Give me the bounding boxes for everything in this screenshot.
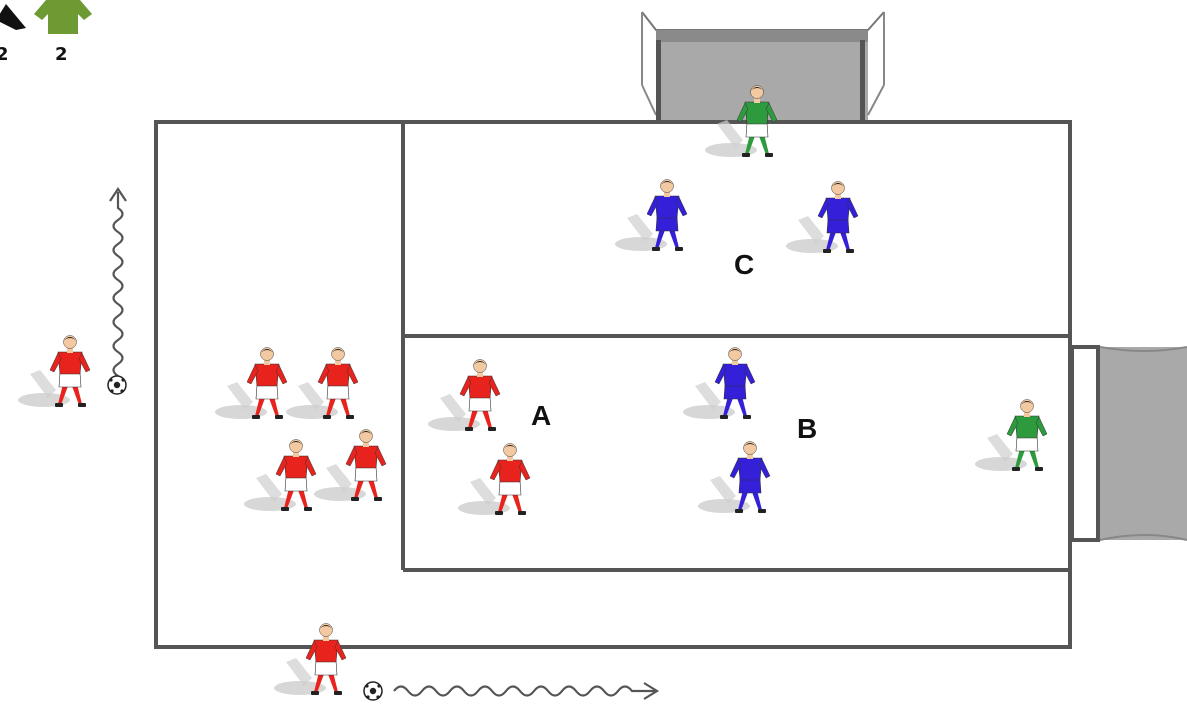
top-goal bbox=[641, 11, 885, 120]
red-player bbox=[243, 439, 317, 512]
red-player bbox=[214, 347, 288, 420]
red-player bbox=[427, 359, 501, 432]
soccer-ball-icon bbox=[363, 681, 383, 701]
right-goal bbox=[1070, 345, 1187, 542]
soccer-ball-icon bbox=[107, 375, 127, 395]
blue-player bbox=[697, 441, 771, 514]
pitch-lines bbox=[154, 120, 1072, 649]
zone-label-a: A bbox=[531, 400, 551, 431]
red-player bbox=[17, 335, 91, 408]
zone-label-c: C bbox=[734, 249, 754, 280]
dribble-path-vertical bbox=[109, 187, 127, 377]
legend-count-goalkeeper: 2 bbox=[55, 44, 68, 65]
dribble-path-horizontal bbox=[393, 682, 660, 700]
blue-player bbox=[785, 181, 859, 254]
red-player bbox=[457, 443, 531, 516]
legend-red-player-icon bbox=[0, 4, 26, 30]
legend-goalkeeper-shirt-icon bbox=[34, 0, 92, 34]
blue-player bbox=[614, 179, 688, 252]
red-player bbox=[313, 429, 387, 502]
legend-count-red: 2 bbox=[0, 44, 9, 65]
red-player bbox=[273, 623, 347, 696]
blue-player bbox=[682, 347, 756, 420]
goalkeeper bbox=[974, 399, 1048, 472]
red-player bbox=[285, 347, 359, 420]
zone-label-b: B bbox=[797, 413, 817, 444]
